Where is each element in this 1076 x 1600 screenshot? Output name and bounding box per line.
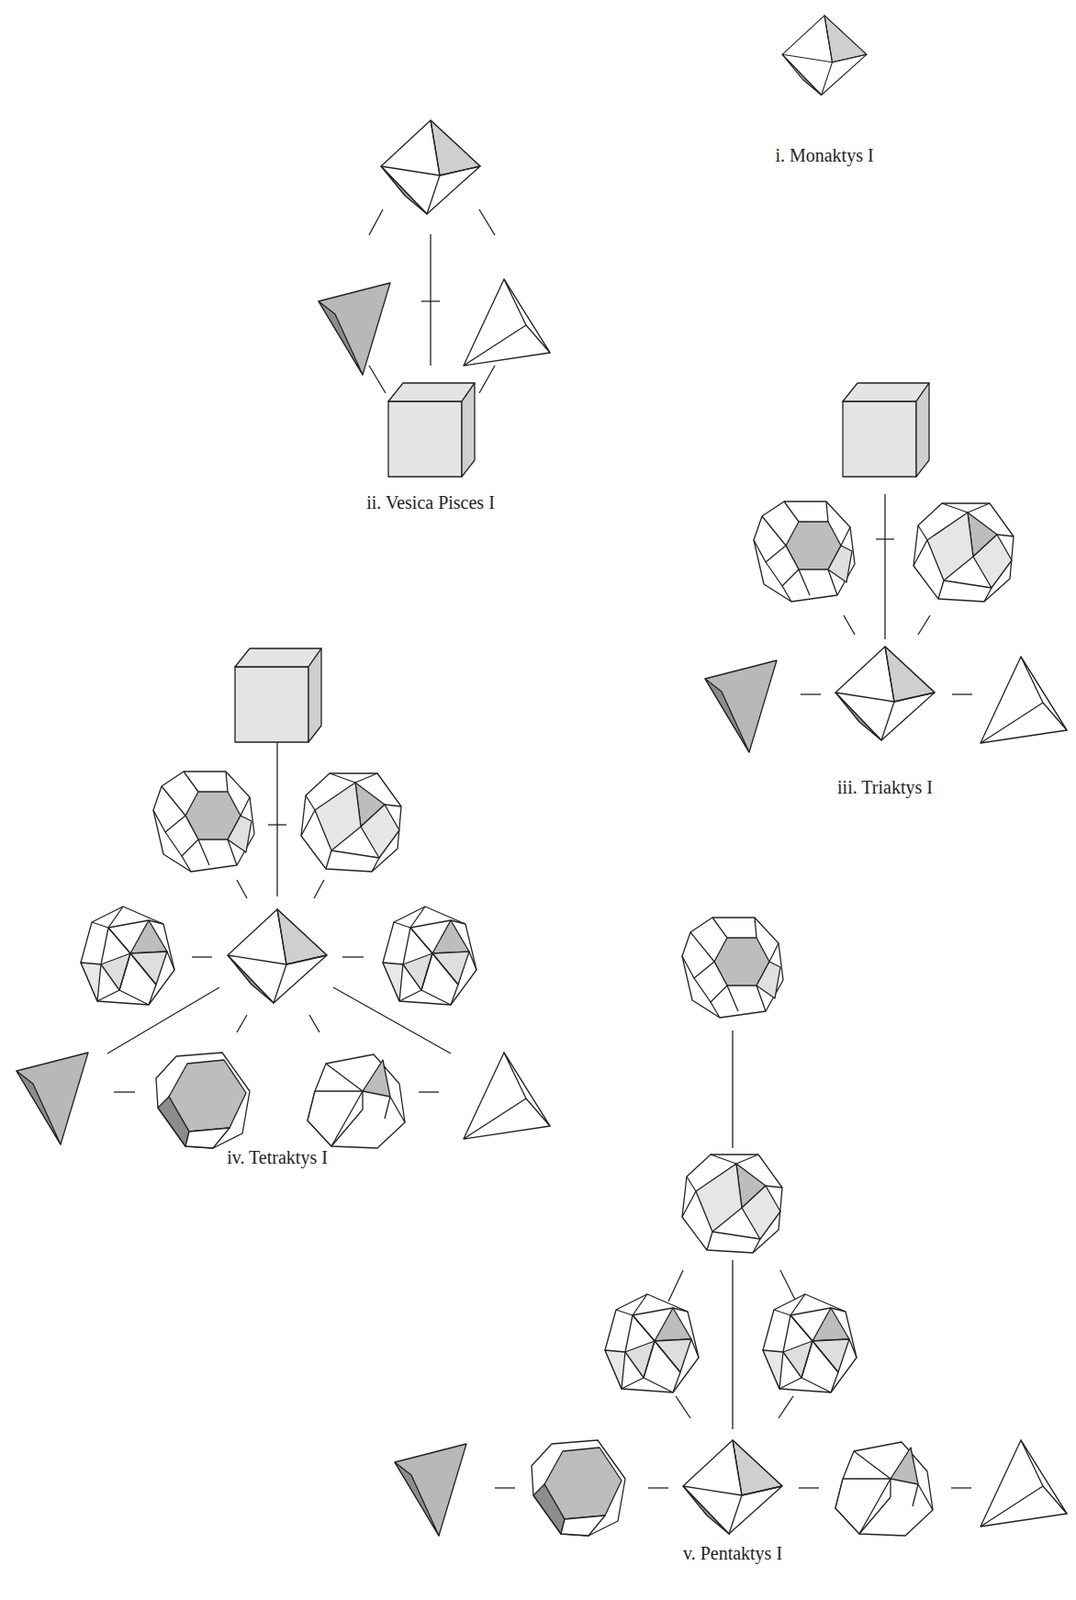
figure-caption: iv. Tetraktys I: [226, 1146, 328, 1168]
figure-caption: v. Pentaktys I: [683, 1542, 783, 1564]
figure-caption: ii. Vesica Pisces I: [366, 492, 495, 514]
figure-caption: i. Monaktys I: [774, 145, 874, 167]
figure-caption: iii. Triaktys I: [837, 776, 933, 798]
